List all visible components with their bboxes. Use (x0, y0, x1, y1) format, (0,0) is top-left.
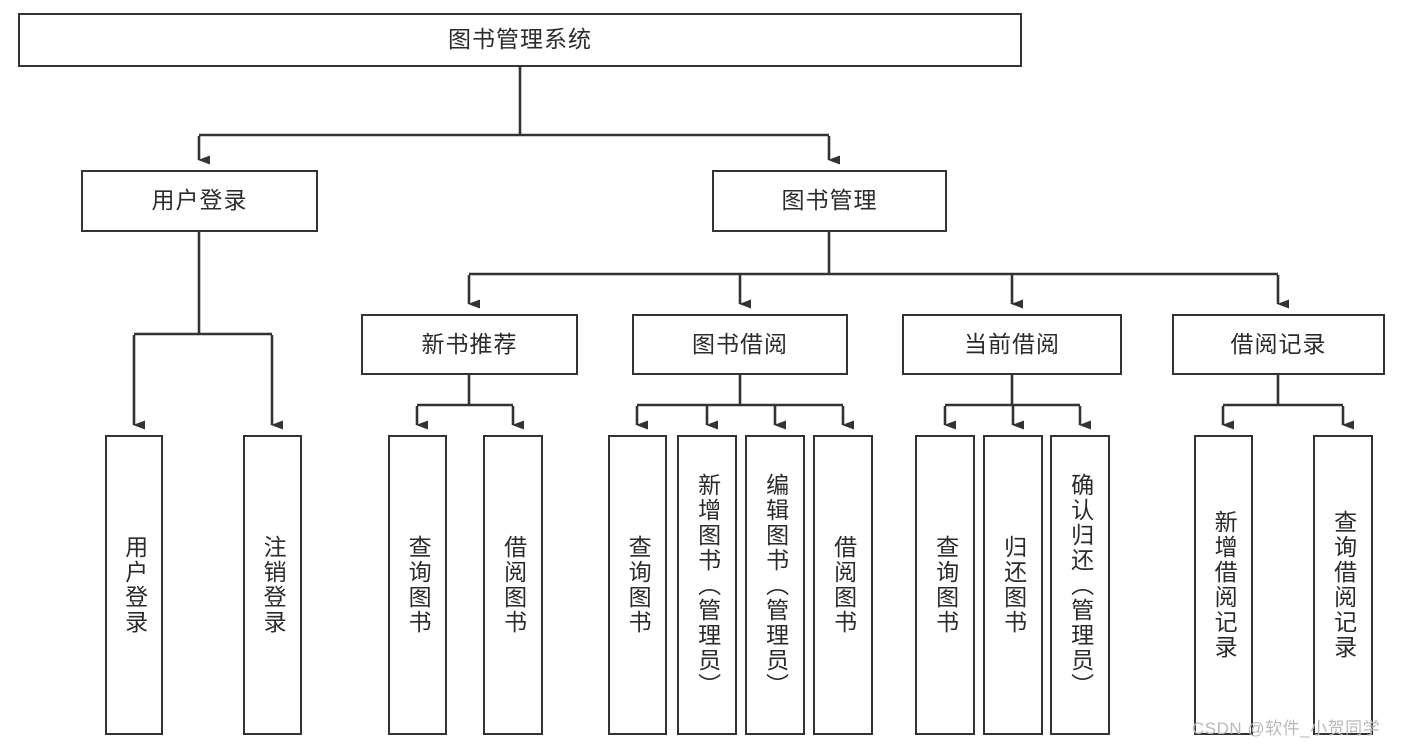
leaf-query-book-2[interactable]: 查询图书 (608, 435, 667, 735)
leaf-query-book-3-label: 查询图书 (932, 535, 959, 635)
leaf-borrow-book-1[interactable]: 借阅图书 (483, 435, 543, 735)
leaf-confirm-return[interactable]: 确认归还（管理员） (1050, 435, 1110, 735)
node-root[interactable]: 图书管理系统 (18, 13, 1022, 67)
node-borrow-record-label: 借阅记录 (1230, 330, 1327, 357)
leaf-edit-book[interactable]: 编辑图书（管理员） (745, 435, 805, 735)
leaf-add-book[interactable]: 新增图书（管理员） (677, 435, 737, 735)
node-book-manage[interactable]: 图书管理 (712, 170, 947, 232)
node-root-label: 图书管理系统 (448, 26, 592, 53)
node-book-manage-label: 图书管理 (781, 187, 878, 214)
leaf-add-record-label: 新增借阅记录 (1211, 510, 1238, 660)
leaf-query-book-2-label: 查询图书 (625, 535, 652, 635)
node-current-borrow[interactable]: 当前借阅 (902, 314, 1122, 375)
node-new-book-recommend-label: 新书推荐 (421, 330, 518, 357)
leaf-borrow-book-2[interactable]: 借阅图书 (813, 435, 873, 735)
leaf-query-book-3[interactable]: 查询图书 (915, 435, 975, 735)
node-book-borrow[interactable]: 图书借阅 (632, 314, 848, 375)
leaf-query-book-1[interactable]: 查询图书 (388, 435, 447, 735)
leaf-query-record[interactable]: 查询借阅记录 (1313, 435, 1373, 735)
node-current-borrow-label: 当前借阅 (964, 330, 1060, 357)
leaf-add-record[interactable]: 新增借阅记录 (1194, 435, 1253, 735)
leaf-edit-book-label: 编辑图书（管理员） (762, 472, 789, 698)
node-user-login[interactable]: 用户登录 (81, 170, 318, 232)
leaf-query-record-label: 查询借阅记录 (1330, 510, 1357, 660)
leaf-return-book-label: 归还图书 (1000, 535, 1027, 635)
leaf-query-book-1-label: 查询图书 (405, 535, 432, 635)
leaf-confirm-return-label: 确认归还（管理员） (1067, 472, 1094, 698)
node-user-login-label: 用户登录 (151, 187, 248, 214)
leaf-user-logout-label: 注销登录 (260, 535, 287, 635)
node-book-borrow-label: 图书借阅 (692, 330, 788, 357)
leaf-borrow-book-1-label: 借阅图书 (500, 535, 527, 635)
leaf-borrow-book-2-label: 借阅图书 (830, 535, 857, 635)
leaf-user-logout[interactable]: 注销登录 (243, 435, 302, 735)
node-borrow-record[interactable]: 借阅记录 (1172, 314, 1385, 375)
leaf-user-login[interactable]: 用户登录 (105, 435, 163, 735)
watermark: CSDN @软件_小贺同学 (1192, 719, 1381, 738)
leaf-return-book[interactable]: 归还图书 (983, 435, 1043, 735)
leaf-add-book-label: 新增图书（管理员） (694, 472, 721, 698)
leaf-user-login-label: 用户登录 (121, 535, 148, 635)
node-new-book-recommend[interactable]: 新书推荐 (361, 314, 578, 375)
